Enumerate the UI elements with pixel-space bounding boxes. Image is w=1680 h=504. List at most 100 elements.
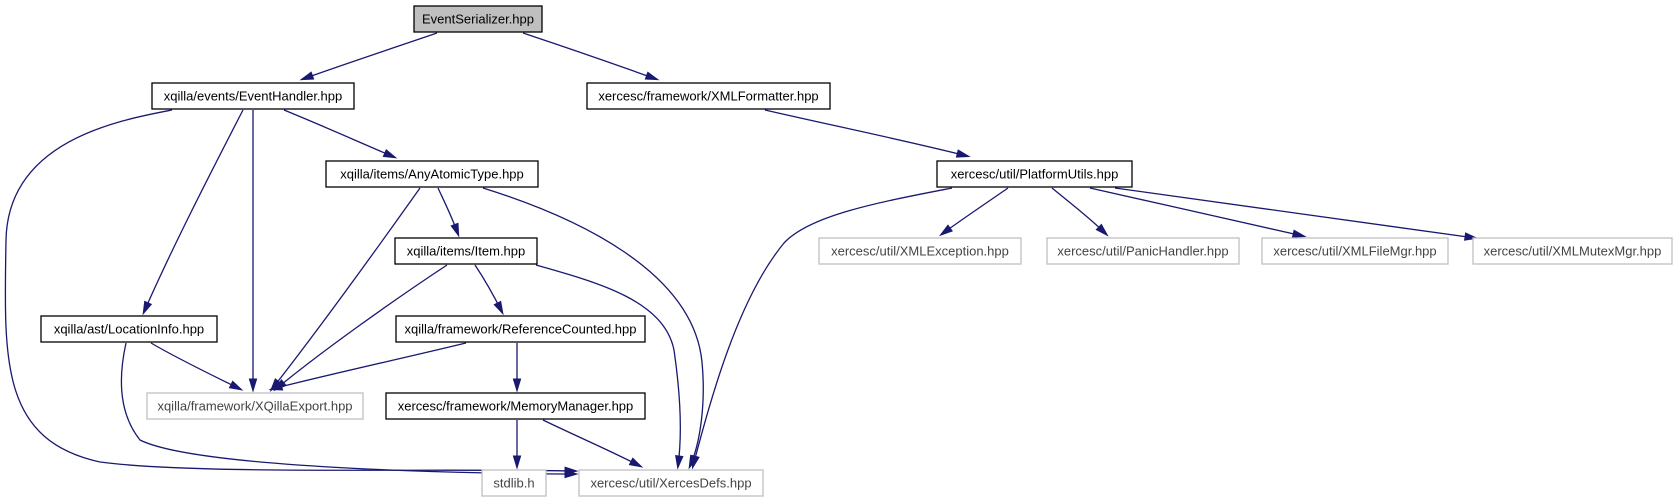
edge-line: [271, 342, 467, 390]
arrowhead: [299, 71, 315, 81]
edge-event-handler-to-location-info: [142, 109, 244, 316]
node-stdlib: stdlib.h: [481, 469, 547, 497]
arrowhead: [628, 457, 644, 468]
node-box: [385, 392, 646, 420]
edge-xml-formatter-to-platform-utils: [764, 109, 971, 158]
node-xqilla-export: xqilla/framework/XQillaExport.hpp: [146, 392, 364, 420]
edge-any-atomic-type-to-xqilla-export: [269, 187, 421, 392]
nodes-layer: EventSerializer.hpp xqilla/events/EventHa…: [40, 5, 1673, 497]
node-label: xqilla/items/Item.hpp: [407, 244, 526, 259]
node-box: [325, 160, 539, 188]
edge-any-atomic-type-to-item: [437, 187, 460, 238]
node-box: [586, 82, 831, 110]
edge-line: [764, 109, 968, 157]
node-box: [40, 315, 218, 343]
arrowhead: [1095, 223, 1109, 237]
edge-line: [692, 187, 953, 467]
node-any-atomic-type[interactable]: xqilla/items/AnyAtomicType.hpp: [325, 160, 539, 188]
node-label: xqilla/ast/LocationInfo.hpp: [54, 322, 204, 337]
arrowhead: [512, 378, 522, 393]
node-event-serializer[interactable]: EventSerializer.hpp: [413, 5, 543, 33]
arrowhead: [268, 382, 284, 391]
edge-line: [150, 342, 241, 390]
edge-event-handler-to-any-atomic-type: [283, 109, 398, 159]
arrowhead: [248, 378, 258, 393]
node-box: [394, 237, 538, 265]
node-box: [1046, 237, 1240, 265]
node-box: [413, 5, 543, 33]
edge-line: [535, 264, 681, 467]
arrowhead: [564, 469, 579, 479]
node-xerces-defs: xercesc/util/XercesDefs.hpp: [578, 469, 764, 497]
node-label: xercesc/framework/XMLFormatter.hpp: [598, 89, 818, 104]
node-item[interactable]: xqilla/items/Item.hpp: [394, 237, 538, 265]
edge-line: [4, 109, 576, 472]
node-label: xercesc/util/PlatformUtils.hpp: [951, 167, 1119, 182]
arrowhead: [142, 300, 153, 316]
edge-item-to-reference-counted: [474, 264, 504, 316]
edge-line: [482, 187, 704, 467]
arrowhead: [691, 454, 700, 470]
arrowhead: [938, 224, 953, 237]
node-location-info[interactable]: xqilla/ast/LocationInfo.hpp: [40, 315, 218, 343]
edge-line: [302, 32, 438, 80]
arrowhead: [228, 380, 244, 391]
edge-platform-utils-to-xml-file-mgr: [1089, 187, 1307, 238]
edge-platform-utils-to-xml-exception: [938, 187, 1009, 237]
edge-line: [271, 187, 421, 390]
edge-line: [941, 187, 1009, 235]
edge-reference-counted-to-memory-manager: [512, 343, 522, 393]
edge-memory-manager-to-xerces-defs: [542, 419, 644, 468]
node-event-handler[interactable]: xqilla/events/EventHandler.hpp: [151, 82, 355, 110]
node-label: EventSerializer.hpp: [422, 12, 534, 27]
edge-location-info-to-xqilla-export: [150, 342, 244, 391]
edge-platform-utils-to-panic-handler: [1051, 187, 1109, 237]
node-memory-manager[interactable]: xercesc/framework/MemoryManager.hpp: [385, 392, 646, 420]
edge-platform-utils-to-xerces-defs: [691, 187, 953, 470]
node-box: [146, 392, 364, 420]
node-box: [481, 469, 547, 497]
arrowhead: [675, 455, 684, 470]
edge-event-handler-to-xqilla-export: [248, 110, 258, 393]
node-box: [1261, 237, 1449, 265]
arrowhead: [450, 222, 460, 238]
arrowhead: [382, 148, 398, 159]
node-box: [936, 160, 1133, 188]
node-label: xercesc/util/XercesDefs.hpp: [590, 476, 751, 491]
node-platform-utils[interactable]: xercesc/util/PlatformUtils.hpp: [936, 160, 1133, 188]
node-label: xercesc/util/PanicHandler.hpp: [1057, 244, 1228, 259]
node-label: xercesc/util/XMLException.hpp: [831, 244, 1009, 259]
arrowhead: [644, 71, 660, 81]
edges-layer: [4, 32, 1479, 479]
node-xml-formatter[interactable]: xercesc/framework/XMLFormatter.hpp: [586, 82, 831, 110]
node-panic-handler: xercesc/util/PanicHandler.hpp: [1046, 237, 1240, 265]
node-box: [1472, 237, 1673, 265]
node-label: xercesc/util/XMLFileMgr.hpp: [1273, 244, 1436, 259]
node-box: [395, 315, 646, 343]
node-box: [818, 237, 1022, 265]
edge-line: [143, 109, 244, 313]
edge-line: [1114, 187, 1476, 239]
edge-item-to-xerces-defs: [535, 264, 684, 470]
edge-line: [1089, 187, 1304, 237]
node-box: [151, 82, 355, 110]
edge-line: [1051, 187, 1107, 235]
edge-line: [275, 264, 448, 390]
arrowhead: [512, 455, 522, 470]
node-xml-file-mgr: xercesc/util/XMLFileMgr.hpp: [1261, 237, 1449, 265]
node-label: xqilla/items/AnyAtomicType.hpp: [340, 167, 524, 182]
edge-memory-manager-to-stdlib: [512, 420, 522, 470]
edge-event-serializer-to-event-handler: [299, 32, 438, 81]
edge-line: [542, 419, 641, 467]
node-xml-mutex-mgr: xercesc/util/XMLMutexMgr.hpp: [1472, 237, 1673, 265]
arrowhead: [493, 300, 504, 316]
node-label: xqilla/events/EventHandler.hpp: [164, 89, 343, 104]
edge-line: [522, 32, 657, 80]
arrowhead: [1291, 229, 1307, 238]
node-box: [578, 469, 764, 497]
edge-event-serializer-to-xml-formatter: [522, 32, 660, 81]
node-reference-counted[interactable]: xqilla/framework/ReferenceCounted.hpp: [395, 315, 646, 343]
node-xml-exception: xercesc/util/XMLException.hpp: [818, 237, 1022, 265]
edge-reference-counted-to-xqilla-export: [268, 342, 467, 391]
